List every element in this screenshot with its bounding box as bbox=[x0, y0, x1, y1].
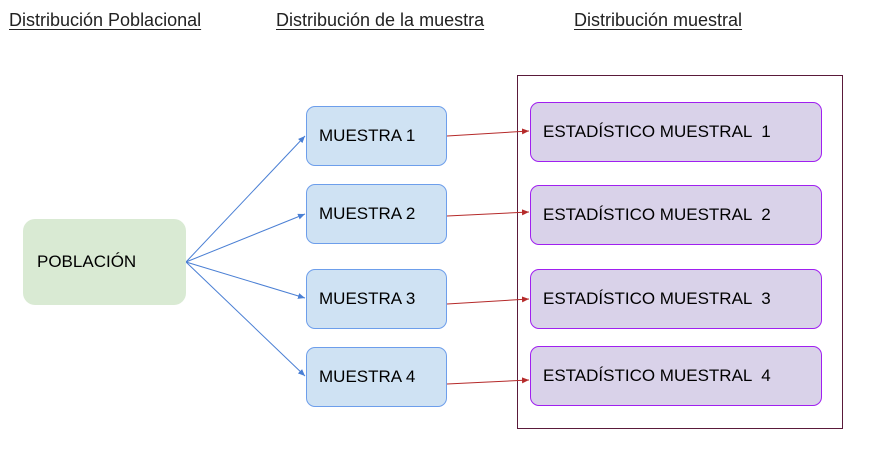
sample-node-1: MUESTRA 1 bbox=[306, 106, 447, 166]
heading-distribucion-muestra: Distribución de la muestra bbox=[276, 10, 485, 30]
sample-node-4: MUESTRA 4 bbox=[306, 347, 447, 407]
arrow-population-to-muestra-4 bbox=[185, 261, 306, 377]
arrow-population-to-muestra-3 bbox=[185, 261, 306, 299]
statistic-label-2: ESTADÍSTICO MUESTRAL 2 bbox=[543, 205, 771, 224]
statistic-label-1: ESTADÍSTICO MUESTRAL 1 bbox=[543, 122, 771, 141]
statistic-node-1: ESTADÍSTICO MUESTRAL 1 bbox=[530, 102, 822, 162]
statistic-node-4: ESTADÍSTICO MUESTRAL 4 bbox=[530, 346, 822, 406]
sample-label-3: MUESTRA 3 bbox=[319, 289, 416, 308]
heading-distribucion-muestral: Distribución muestral bbox=[574, 10, 743, 30]
population-to-sample-arrows bbox=[185, 135, 306, 377]
statistic-node-3: ESTADÍSTICO MUESTRAL 3 bbox=[530, 269, 822, 329]
statistic-label-3: ESTADÍSTICO MUESTRAL 3 bbox=[543, 289, 771, 308]
arrow-population-to-muestra-2 bbox=[185, 213, 306, 263]
heading-distribucion-poblacional: Distribución Poblacional bbox=[9, 10, 202, 30]
arrow-population-to-muestra-1 bbox=[185, 135, 306, 263]
statistic-label-4: ESTADÍSTICO MUESTRAL 4 bbox=[543, 366, 771, 385]
population-node: POBLACIÓN bbox=[23, 219, 186, 305]
population-label: POBLACIÓN bbox=[37, 252, 137, 271]
sample-label-1: MUESTRA 1 bbox=[319, 126, 416, 145]
sample-node-3: MUESTRA 3 bbox=[306, 269, 447, 329]
statistic-node-2: ESTADÍSTICO MUESTRAL 2 bbox=[530, 185, 822, 245]
sample-label-2: MUESTRA 2 bbox=[319, 204, 416, 223]
sample-label-4: MUESTRA 4 bbox=[319, 367, 416, 386]
sample-node-2: MUESTRA 2 bbox=[306, 184, 447, 244]
sampling-distribution-frame bbox=[517, 75, 843, 429]
